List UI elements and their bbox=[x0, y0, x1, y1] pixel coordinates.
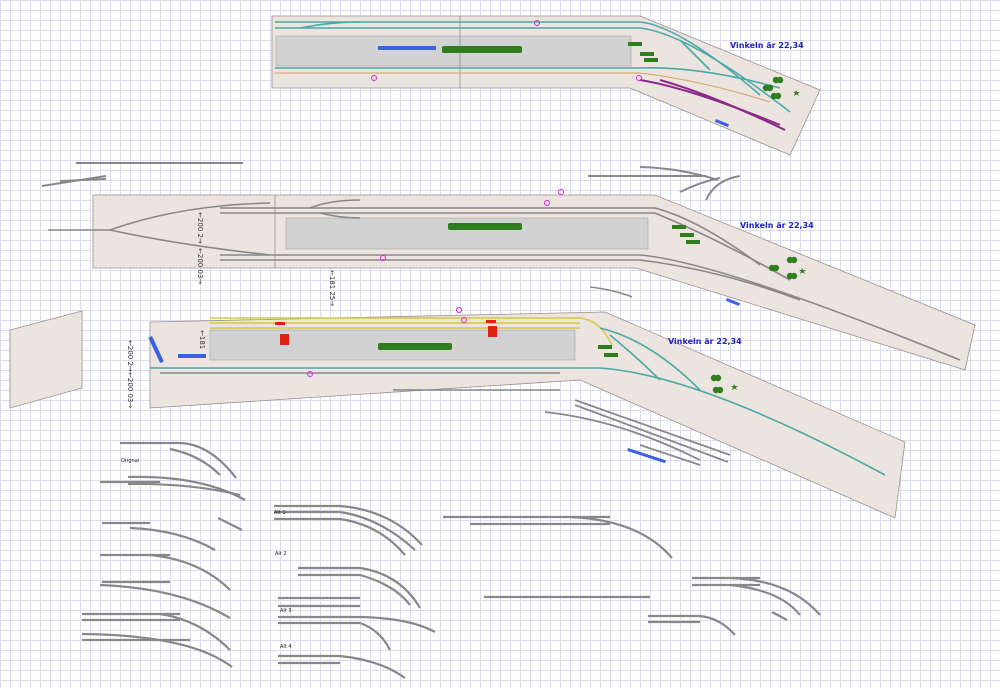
trees-1 bbox=[762, 76, 800, 100]
variant-original-b[interactable] bbox=[81, 475, 246, 668]
tracks-3-teal[interactable] bbox=[150, 327, 886, 476]
dim-181-25: ←181 25→ bbox=[328, 270, 336, 306]
markers-magenta-3 bbox=[307, 307, 467, 377]
dim-181: ←181 bbox=[198, 330, 206, 349]
trees-2 bbox=[768, 256, 806, 280]
markers-magenta-2 bbox=[380, 189, 564, 261]
platform-2 bbox=[285, 217, 649, 250]
label-alt4: Alt 4 bbox=[280, 644, 292, 650]
car-blue-2 bbox=[725, 298, 740, 307]
loose-tracks-b[interactable] bbox=[544, 399, 731, 466]
wagons-green-2 bbox=[448, 223, 700, 244]
signals-red-3 bbox=[275, 320, 497, 345]
trees-3 bbox=[710, 374, 738, 394]
tracks-1-purple bbox=[639, 79, 786, 131]
variant-alt4[interactable] bbox=[278, 654, 406, 679]
dim-200-03b: ←200 03→ bbox=[126, 372, 134, 408]
label-alt2: Alt 2 bbox=[275, 551, 287, 557]
markers-magenta-1 bbox=[371, 20, 642, 81]
tracks-1[interactable] bbox=[275, 21, 791, 113]
variant-original[interactable] bbox=[120, 441, 237, 479]
tracks-2[interactable] bbox=[48, 199, 961, 361]
loose-tracks-a[interactable] bbox=[41, 162, 741, 201]
tracks-3-yellow[interactable] bbox=[210, 317, 613, 346]
cars-blue-1 bbox=[378, 46, 729, 128]
tracks-1-orange bbox=[275, 72, 771, 103]
baseboard-3 bbox=[149, 311, 906, 519]
dim-200-2: ←200 2→ bbox=[196, 212, 204, 244]
variant-alt1[interactable] bbox=[274, 504, 423, 556]
angle-label-1: Vinkeln är 22,34 bbox=[730, 41, 804, 50]
variant-alt3[interactable] bbox=[278, 615, 436, 651]
label-alt3: Alt 3 bbox=[280, 608, 292, 614]
label-original: Orignal bbox=[121, 458, 139, 464]
angle-label-3: Vinkeln är 22,34 bbox=[668, 337, 742, 346]
layout-3[interactable]: ←200 2→ ←200 03→ ←181 Vinkeln är 22,34 bbox=[126, 286, 906, 519]
layout-1[interactable]: Vinkeln är 22,34 bbox=[271, 15, 821, 156]
wagons-green-3 bbox=[378, 343, 618, 357]
dim-200-03: ←200 03→ bbox=[196, 248, 204, 284]
dim-200-2b: ←200 2→ bbox=[126, 340, 134, 372]
layout-2[interactable]: ←200 2→ ←200 03→ ←181 25→ Vinkeln är 22,… bbox=[48, 189, 976, 371]
cars-blue-3 bbox=[148, 336, 206, 364]
label-alt1: Alt 1 bbox=[274, 510, 286, 516]
variant-alt2[interactable] bbox=[278, 566, 421, 609]
tracks-3-gray[interactable] bbox=[160, 286, 633, 391]
wagons-green-1 bbox=[442, 42, 658, 62]
loose-board[interactable] bbox=[9, 310, 83, 409]
cars-blue-loose bbox=[627, 448, 667, 464]
angle-label-2: Vinkeln är 22,34 bbox=[740, 221, 814, 230]
variant-extra[interactable] bbox=[443, 515, 821, 636]
